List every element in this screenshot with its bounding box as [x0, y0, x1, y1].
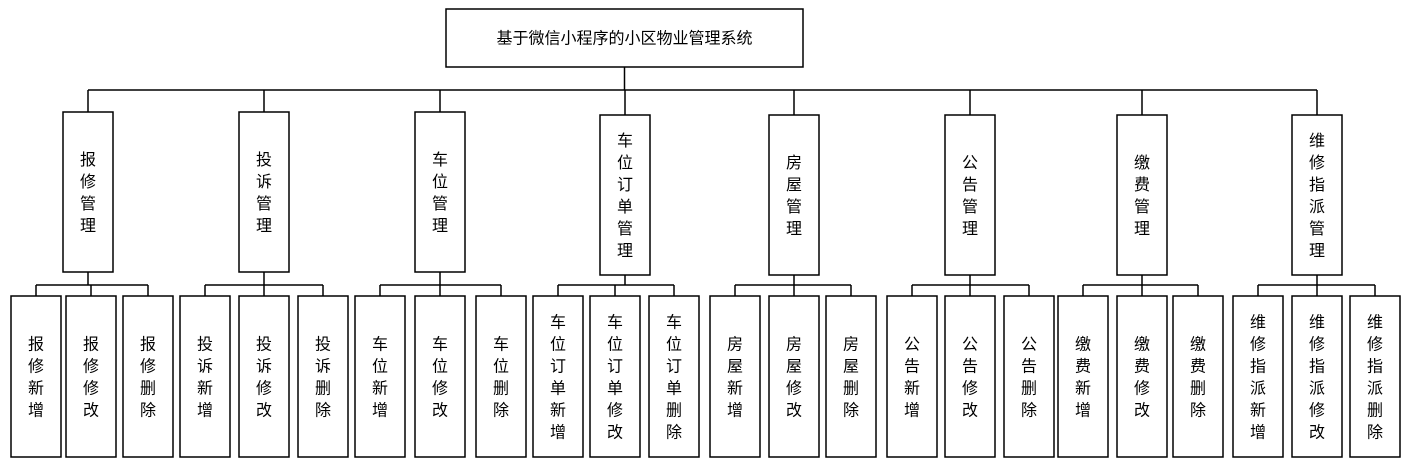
function-node: 公告修改 [944, 295, 996, 458]
function-label: 维修指派修改 [1309, 313, 1325, 442]
module-label: 房屋管理 [786, 153, 802, 238]
function-node: 报修修改 [65, 295, 117, 458]
function-node: 车位修改 [414, 295, 466, 458]
function-label: 车位订单修改 [607, 313, 623, 442]
function-node: 投诉修改 [238, 295, 290, 458]
function-label: 车位修改 [432, 335, 448, 420]
function-label: 报修删除 [140, 335, 156, 420]
function-label: 公告新增 [904, 335, 920, 420]
function-node: 维修指派删除 [1349, 295, 1401, 458]
function-label: 投诉删除 [315, 335, 331, 420]
function-node: 缴费新增 [1057, 295, 1109, 458]
function-label: 缴费修改 [1134, 335, 1150, 420]
function-node: 维修指派新增 [1232, 295, 1284, 458]
function-label: 公告修改 [962, 335, 978, 420]
function-label: 房屋新增 [727, 335, 743, 420]
function-node: 缴费删除 [1172, 295, 1224, 458]
module-node: 公告管理 [944, 114, 996, 276]
function-label: 报修新增 [28, 335, 44, 420]
function-label: 公告删除 [1021, 335, 1037, 420]
function-label: 维修指派删除 [1367, 313, 1383, 442]
module-label: 缴费管理 [1134, 153, 1150, 238]
function-label: 投诉新增 [197, 335, 213, 420]
function-node: 房屋修改 [768, 295, 820, 458]
function-node: 投诉删除 [297, 295, 349, 458]
root-title: 基于微信小程序的小区物业管理系统 [496, 29, 752, 48]
function-node: 车位订单新增 [532, 295, 584, 458]
module-label: 车位订单管理 [617, 131, 633, 260]
function-node: 公告删除 [1003, 295, 1055, 458]
function-label: 车位订单新增 [550, 313, 566, 442]
function-label: 房屋修改 [786, 335, 802, 420]
function-node: 投诉新增 [179, 295, 231, 458]
function-node: 房屋删除 [825, 295, 877, 458]
function-label: 车位删除 [493, 335, 509, 420]
module-nodes: 报修管理 投诉管理 车位管理 车位订单管理 房屋管理 公告管理 缴费管理 维修指派管理 [62, 111, 1343, 276]
function-label: 缴费删除 [1190, 335, 1206, 420]
function-label: 维修指派新增 [1250, 313, 1266, 442]
function-label: 投诉修改 [256, 335, 272, 420]
root-node: 基于微信小程序的小区物业管理系统 [445, 8, 804, 68]
module-node: 报修管理 [62, 111, 114, 273]
function-node: 缴费修改 [1116, 295, 1168, 458]
function-nodes: 报修新增 报修修改 报修删除 投诉新增 投诉修改 投诉删除 车位新增 车位修改 车位删除 车位订单… [10, 295, 1401, 458]
function-node: 车位新增 [354, 295, 406, 458]
function-label: 车位新增 [372, 335, 388, 420]
function-node: 公告新增 [886, 295, 938, 458]
module-node: 车位管理 [414, 111, 466, 273]
function-node: 车位订单删除 [648, 295, 700, 458]
function-node: 车位订单修改 [589, 295, 641, 458]
function-node: 房屋新增 [709, 295, 761, 458]
function-node: 维修指派修改 [1291, 295, 1343, 458]
module-label: 维修指派管理 [1309, 131, 1325, 260]
module-node: 投诉管理 [238, 111, 290, 273]
module-label: 投诉管理 [256, 150, 272, 235]
module-node: 维修指派管理 [1291, 114, 1343, 276]
function-label: 缴费新增 [1075, 335, 1091, 420]
module-label: 公告管理 [962, 153, 978, 238]
module-node: 房屋管理 [768, 114, 820, 276]
module-label: 车位管理 [432, 150, 448, 235]
connector-lines [35, 67, 1376, 296]
module-node: 缴费管理 [1116, 114, 1168, 276]
module-label: 报修管理 [80, 150, 96, 235]
module-node: 车位订单管理 [599, 114, 651, 276]
function-node: 车位删除 [475, 295, 527, 458]
function-label: 车位订单删除 [666, 313, 682, 442]
function-label: 房屋删除 [843, 335, 859, 420]
function-label: 报修修改 [83, 335, 99, 420]
function-node: 报修新增 [10, 295, 62, 458]
function-node: 报修删除 [122, 295, 174, 458]
